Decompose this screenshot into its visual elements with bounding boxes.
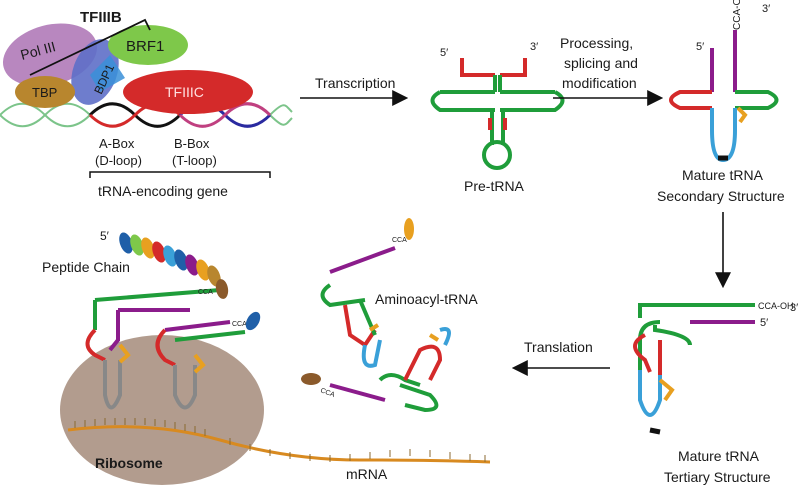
ribosome-label: Ribosome <box>95 455 163 471</box>
pre-trna-label: Pre-tRNA <box>464 178 525 194</box>
aminoacyl-trna-2 <box>329 327 451 413</box>
secondary-5prime: 5′ <box>696 41 704 53</box>
tertiary-3prime: 3′ <box>790 302 798 314</box>
mature-trna-tertiary <box>633 303 755 435</box>
tertiary-label-2: Tertiary Structure <box>664 469 771 485</box>
ribosome-cca-1: CCA <box>198 289 213 296</box>
ribosome-trna-2 <box>155 320 246 410</box>
tfiiic-ellipse <box>123 70 253 114</box>
tertiary-label-1: Mature tRNA <box>678 448 760 464</box>
peptide-5prime: 5′ <box>100 229 110 243</box>
aminoacyl-cca-1: CCA <box>392 237 407 244</box>
secondary-3prime: 3′ <box>762 3 770 15</box>
secondary-label-1: Mature tRNA <box>682 167 764 183</box>
ribosome-trna-1 <box>85 288 221 410</box>
peptide-residue <box>130 234 144 256</box>
aminoacyl-label: Aminoacyl-tRNA <box>375 291 478 307</box>
peptide-chain <box>119 232 229 299</box>
peptide-residue <box>215 279 229 299</box>
amino-acid-2 <box>301 373 321 385</box>
gene-bracket <box>89 171 271 178</box>
peptide-residue <box>196 259 210 281</box>
peptide-residue <box>119 232 133 254</box>
a-box-label: A-Box <box>99 136 135 151</box>
peptide-residue <box>174 249 188 271</box>
tfiiib-label: TFIIIB <box>80 9 122 26</box>
secondary-cca-oh: CCA-OH <box>732 0 743 30</box>
tbp-ellipse <box>15 76 75 108</box>
translation-label: Translation <box>524 339 593 355</box>
transcription-label: Transcription <box>315 75 395 91</box>
ribosome <box>60 335 264 485</box>
gene-label: tRNA-encoding gene <box>98 183 228 199</box>
peptide-chain-label: Peptide Chain <box>42 259 130 275</box>
mature-trna-secondary <box>669 30 779 163</box>
d-loop-label: (D-loop) <box>95 153 142 168</box>
tfiiib-bracket <box>29 18 151 76</box>
tertiary-cca-oh: CCA-OH <box>758 301 794 311</box>
mrna-label: mRNA <box>346 466 388 482</box>
t-loop-label: (T-loop) <box>172 153 217 168</box>
processing-label-2: splicing and <box>564 55 638 71</box>
peptide-residue <box>163 245 177 267</box>
transcription-complex: TFIIIB Pol III BRF1 BDP1 TBP TFIIIC A-Bo… <box>0 9 293 199</box>
aminoacyl-trna-1 <box>320 246 396 368</box>
tbp-label: TBP <box>32 85 57 100</box>
amino-acid-bound <box>245 311 261 331</box>
secondary-label-2: Secondary Structure <box>657 188 785 204</box>
peptide-residue <box>185 254 199 276</box>
pre-trna <box>430 58 565 170</box>
pre-trna-3prime: 3′ <box>530 41 538 53</box>
ribosome-cca-2: CCA <box>232 321 247 328</box>
brf1-label: BRF1 <box>126 38 164 55</box>
tfiiic-label: TFIIIC <box>165 84 204 100</box>
aminoacyl-cca-2: CCA <box>319 387 336 399</box>
peptide-residue <box>141 237 155 259</box>
pre-trna-5prime: 5′ <box>440 47 448 59</box>
amino-acid-1 <box>404 218 414 240</box>
brf1-ellipse <box>108 25 188 65</box>
mrna-strand <box>67 418 491 464</box>
processing-label-3: modification <box>562 75 637 91</box>
processing-label-1: Processing, <box>560 35 633 51</box>
peptide-residue <box>152 241 166 263</box>
tertiary-5prime: 5′ <box>760 317 768 329</box>
b-box-label: B-Box <box>174 136 210 151</box>
